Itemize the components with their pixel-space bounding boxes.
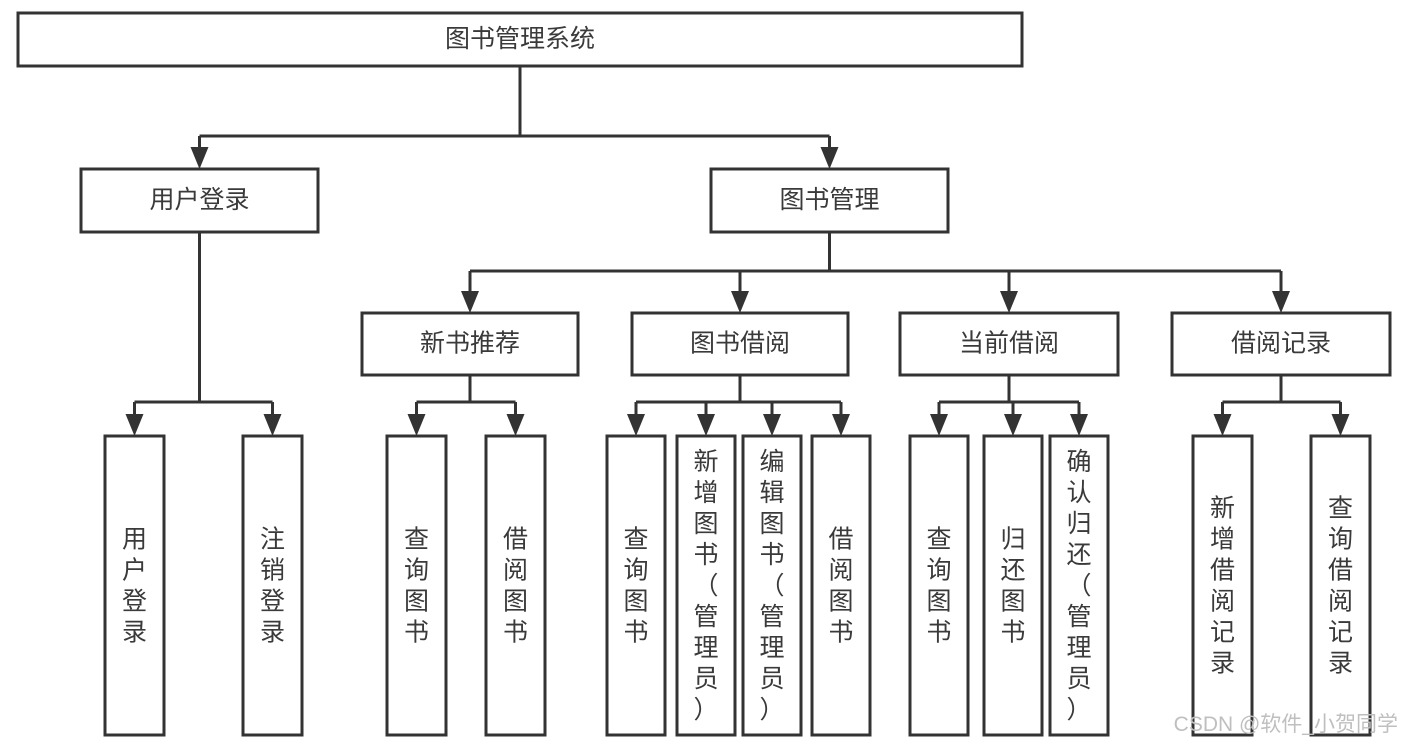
node-label-vertical: 注销登录 (260, 526, 285, 647)
node-label-vertical: 查询图书 (623, 526, 648, 647)
arrow-to-leaf-query-borrow-record (1331, 414, 1350, 436)
node-borrow-record[interactable]: 借阅记录 (1170, 311, 1392, 377)
node-box (709, 167, 950, 234)
node-leaf-return-book[interactable]: 归还图书 (982, 434, 1044, 737)
connector-lines (125, 66, 1350, 436)
node-label-vertical: 新增借阅记录 (1210, 495, 1235, 678)
node-box (982, 434, 1044, 737)
node-leaf-add-borrow-record[interactable]: 新增借阅记录 (1191, 434, 1254, 737)
node-box (1191, 434, 1254, 737)
node-leaf-borrow-book-rec[interactable]: 借阅图书 (484, 434, 547, 737)
node-box (1048, 434, 1110, 737)
node-box (103, 434, 166, 737)
node-label-vertical: 查询图书 (926, 526, 951, 647)
arrow-to-leaf-query-book-rec (407, 414, 426, 436)
arrow-to-current-borrow (1000, 291, 1018, 313)
node-leaf-user-login[interactable]: 用户登录 (103, 434, 166, 737)
node-current-borrow[interactable]: 当前借阅 (898, 311, 1120, 377)
node-box (630, 311, 850, 377)
arrow-to-leaf-edit-book-admin (763, 414, 781, 436)
arrow-to-leaf-query-book-borrow (627, 414, 645, 436)
node-label-vertical: 用户登录 (122, 526, 147, 647)
node-label-vertical: 新增图书（管理员） (693, 448, 718, 724)
node-label: 新书推荐 (420, 330, 520, 358)
arrow-to-new-book-recommend (461, 291, 479, 313)
node-label: 图书管理系统 (445, 25, 595, 53)
node-book-manage[interactable]: 图书管理 (709, 167, 950, 234)
node-label: 借阅记录 (1231, 330, 1331, 358)
node-label-vertical: 编辑图书（管理员） (759, 448, 784, 724)
node-box (908, 434, 970, 737)
node-label-vertical: 查询图书 (404, 526, 429, 647)
node-leaf-logout-login[interactable]: 注销登录 (241, 434, 304, 737)
node-leaf-query-borrow-record[interactable]: 查询借阅记录 (1309, 434, 1372, 737)
arrow-to-leaf-logout-login (263, 414, 282, 436)
node-box (675, 434, 737, 737)
arrow-to-leaf-borrow-book (832, 414, 850, 436)
node-label: 当前借阅 (959, 330, 1059, 358)
node-label: 用户登录 (149, 186, 249, 214)
node-new-book-recommend[interactable]: 新书推荐 (360, 311, 580, 377)
node-leaf-edit-book-admin[interactable]: 编辑图书（管理员） (741, 434, 803, 737)
arrow-to-leaf-user-login (125, 414, 144, 436)
node-label: 图书借阅 (690, 330, 790, 358)
node-box (810, 434, 872, 737)
node-box (16, 11, 1024, 68)
node-box (605, 434, 667, 737)
node-root[interactable]: 图书管理系统 (16, 11, 1024, 68)
node-label-vertical: 查询借阅记录 (1328, 495, 1353, 678)
node-boxes: 图书管理系统用户登录图书管理新书推荐图书借阅当前借阅借阅记录用户登录注销登录查询… (16, 11, 1392, 737)
node-leaf-borrow-book[interactable]: 借阅图书 (810, 434, 872, 737)
arrow-to-leaf-confirm-return-admin (1070, 414, 1088, 436)
arrow-to-book-borrow (731, 291, 749, 313)
node-box (360, 311, 580, 377)
arrow-to-borrow-record (1272, 291, 1290, 313)
node-user-login[interactable]: 用户登录 (79, 167, 320, 234)
node-book-borrow[interactable]: 图书借阅 (630, 311, 850, 377)
arrow-to-leaf-add-borrow-record (1213, 414, 1232, 436)
node-leaf-add-book-admin[interactable]: 新增图书（管理员） (675, 434, 737, 737)
csdn-watermark: CSDN @软件_小贺同学 (1174, 713, 1398, 736)
node-box (385, 434, 448, 737)
arrow-to-book-manage (820, 147, 839, 169)
arrow-to-leaf-query-book-current (930, 414, 948, 436)
node-box (1170, 311, 1392, 377)
node-label: 图书管理 (779, 186, 879, 214)
node-leaf-query-book-borrow[interactable]: 查询图书 (605, 434, 667, 737)
arrow-to-leaf-borrow-book-rec (506, 414, 525, 436)
node-box (741, 434, 803, 737)
node-label-vertical: 借阅图书 (828, 526, 853, 647)
node-leaf-query-book-current[interactable]: 查询图书 (908, 434, 970, 737)
node-box (1309, 434, 1372, 737)
node-label-vertical: 确认归还（管理员） (1066, 448, 1091, 724)
node-box (241, 434, 304, 737)
node-leaf-confirm-return-admin[interactable]: 确认归还（管理员） (1048, 434, 1110, 737)
node-label-vertical: 归还图书 (1000, 526, 1025, 647)
node-box (898, 311, 1120, 377)
node-box (79, 167, 320, 234)
node-label-vertical: 借阅图书 (503, 526, 528, 647)
node-leaf-query-book-rec[interactable]: 查询图书 (385, 434, 448, 737)
arrow-to-leaf-return-book (1004, 414, 1022, 436)
arrow-to-leaf-add-book-admin (697, 414, 715, 436)
node-box (484, 434, 547, 737)
arrow-to-user-login (190, 147, 209, 169)
